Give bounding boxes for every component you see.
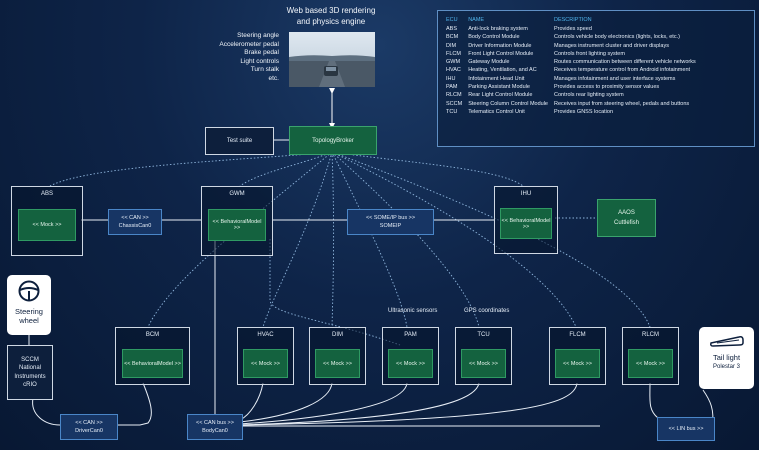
ecu-gwm: GWM << BehavioralModel >> xyxy=(201,186,273,256)
flcm-mock: << Mock >> xyxy=(555,349,600,378)
legend-header-name: NAME xyxy=(468,17,485,23)
engine-title: Web based 3D rendering and physics engin… xyxy=(286,6,376,26)
pam-mock: << Mock >> xyxy=(388,349,433,378)
tail-light-card: Tail light Polestar 3 xyxy=(699,327,754,389)
signal-item: etc. xyxy=(268,74,279,82)
rlcm-mock: << Mock >> xyxy=(628,349,673,378)
signal-item: Light controls xyxy=(240,57,279,65)
steering-wheel-icon xyxy=(18,280,40,302)
someip-bus: << SOME/IP bus >> SOMEIP xyxy=(347,209,434,235)
bcm-behavioral-model: << BehavioralModel >> xyxy=(122,349,183,378)
signal-item: Brake pedal xyxy=(244,49,279,56)
ultrasonic-sensors-label: Ultrasonic sensors xyxy=(388,308,438,314)
topology-broker-box: TopologyBroker xyxy=(289,126,377,155)
aaos-box: AAOS Cuttlefish xyxy=(597,199,656,237)
ecu-abs: ABS << Mock >> xyxy=(11,186,83,256)
tail-light-label: Tail light Polestar 3 xyxy=(712,353,741,370)
steering-wheel-label: Steering wheel xyxy=(15,307,43,325)
can-chassis-bus: << CAN >> ChassisCan0 xyxy=(108,209,162,235)
ecu-label: DIM xyxy=(332,332,343,338)
ihu-behavioral-model: << BehavioralModel >> xyxy=(500,208,552,239)
hvac-mock: << Mock >> xyxy=(243,349,288,378)
ecu-bcm: BCM << BehavioralModel >> xyxy=(115,327,190,385)
ecu-label: FLCM xyxy=(569,332,586,338)
signal-item: Accelerometer pedal xyxy=(219,40,279,48)
can-body-bus: << CAN bus >> BodyCan0 xyxy=(187,414,243,440)
tail-light-icon xyxy=(710,336,744,347)
signal-item: Steering angle xyxy=(237,32,279,39)
test-suite-box: Test suite xyxy=(205,127,274,155)
ecu-label: IHU xyxy=(520,191,532,197)
legend-header-description: DESCRIPTION xyxy=(554,17,592,23)
ecu-rlcm: RLCM << Mock >> xyxy=(622,327,679,385)
ecu-label: RLCM xyxy=(641,332,659,338)
legend-header-ecu: ECU xyxy=(446,17,458,23)
gwm-behavioral-model: << BehavioralModel >> xyxy=(208,209,266,241)
ecu-label: BCM xyxy=(145,332,160,338)
ecu-hvac: HVAC << Mock >> xyxy=(237,327,294,385)
ecu-label: TCU xyxy=(477,332,490,338)
ecu-label: PAM xyxy=(404,332,417,338)
signal-list: Steering angle Accelerometer pedal Brake… xyxy=(206,32,279,83)
ecu-dim: DIM << Mock >> xyxy=(309,327,366,385)
ecu-label: ABS xyxy=(40,191,53,197)
ecu-ihu: IHU << BehavioralModel >> xyxy=(494,186,558,254)
signal-item: Turn stalk xyxy=(250,66,279,73)
abs-mock: << Mock >> xyxy=(18,209,76,241)
ecu-pam: PAM << Mock >> xyxy=(382,327,439,385)
tcu-mock: << Mock >> xyxy=(461,349,506,378)
ecu-tcu: TCU << Mock >> xyxy=(455,327,512,385)
can-driver-bus: << CAN >> DriverCan0 xyxy=(60,414,118,440)
sccm-crio-box: SCCM National Instruments cRIO xyxy=(7,345,53,400)
gps-coordinates-label: GPS coordinates xyxy=(464,308,510,314)
lin-bus: << LIN bus >> xyxy=(657,417,715,441)
ecu-label: HVAC xyxy=(257,332,274,338)
ecu-flcm: FLCM << Mock >> xyxy=(549,327,606,385)
ecu-label: GWM xyxy=(229,191,245,197)
dim-mock: << Mock >> xyxy=(315,349,360,378)
simulation-render-image xyxy=(289,32,375,87)
steering-wheel-card: Steering wheel xyxy=(7,275,51,335)
